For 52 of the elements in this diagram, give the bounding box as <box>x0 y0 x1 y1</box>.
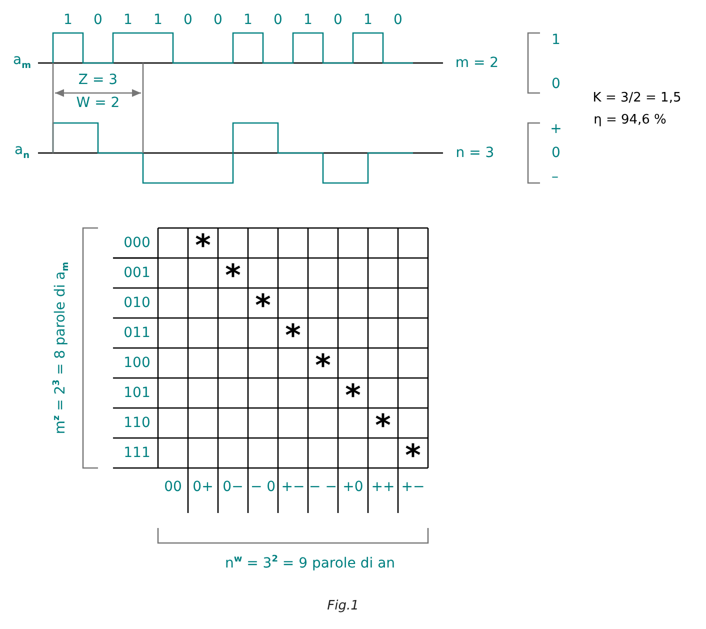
axis-label: n$^{w}$ = 3$^{2}$ = 9 parole di an <box>224 556 396 570</box>
column-header: 00 <box>164 480 182 494</box>
bit-value: 1 <box>304 13 312 27</box>
figure-caption: Fig.1 <box>327 600 359 612</box>
formula: K = 3/2 = 1,5 <box>592 92 682 104</box>
level-value: + <box>550 122 562 136</box>
signal-label: a$_{m}$ <box>13 53 31 71</box>
table-mark: * <box>255 292 271 322</box>
level-value: 0 <box>552 146 560 160</box>
row-header: 110 <box>124 416 150 430</box>
row-header: 000 <box>124 236 150 250</box>
row-header: 101 <box>124 386 150 400</box>
table-mark: * <box>405 442 421 472</box>
table-mark: * <box>345 382 361 412</box>
level-value: – <box>552 170 558 184</box>
row-header: 010 <box>124 296 150 310</box>
row-header: 001 <box>124 266 150 280</box>
bit-value: 0 <box>394 13 402 27</box>
bit-value: 1 <box>244 13 252 27</box>
bit-value: 0 <box>334 13 342 27</box>
bit-value: 0 <box>94 13 102 27</box>
bit-value: 1 <box>154 13 162 27</box>
table-mark: * <box>195 232 211 262</box>
bit-value: 0 <box>214 13 222 27</box>
bit-value: 1 <box>64 13 72 27</box>
dimension-label: W = 2 <box>76 96 120 110</box>
column-header: ++ <box>371 480 395 494</box>
column-header: 0+ <box>192 480 214 494</box>
bit-value: 1 <box>364 13 372 27</box>
bit-value: 0 <box>274 13 282 27</box>
signal-parameter: n = 3 <box>456 146 494 160</box>
bit-value: 1 <box>124 13 132 27</box>
column-header: +− <box>281 480 305 494</box>
column-header: − 0 <box>250 480 276 494</box>
formula: η = 94,6 % <box>594 114 666 126</box>
column-header: − − <box>309 480 337 494</box>
table-mark: * <box>315 352 331 382</box>
bit-value: 0 <box>184 13 192 27</box>
level-value: 0 <box>552 77 560 91</box>
signal-parameter: m = 2 <box>455 56 499 70</box>
row-header: 111 <box>124 446 150 460</box>
table-mark: * <box>225 262 241 292</box>
column-header: 0− <box>222 480 244 494</box>
row-header: 100 <box>124 356 150 370</box>
level-value: 1 <box>552 33 560 47</box>
dimension-label: Z = 3 <box>78 73 118 87</box>
column-header: +0 <box>342 480 364 494</box>
table-mark: * <box>285 322 301 352</box>
table-mark: * <box>375 412 391 442</box>
column-header: +− <box>401 480 425 494</box>
row-header: 011 <box>124 326 150 340</box>
signal-label: a$_{n}$ <box>14 143 30 161</box>
